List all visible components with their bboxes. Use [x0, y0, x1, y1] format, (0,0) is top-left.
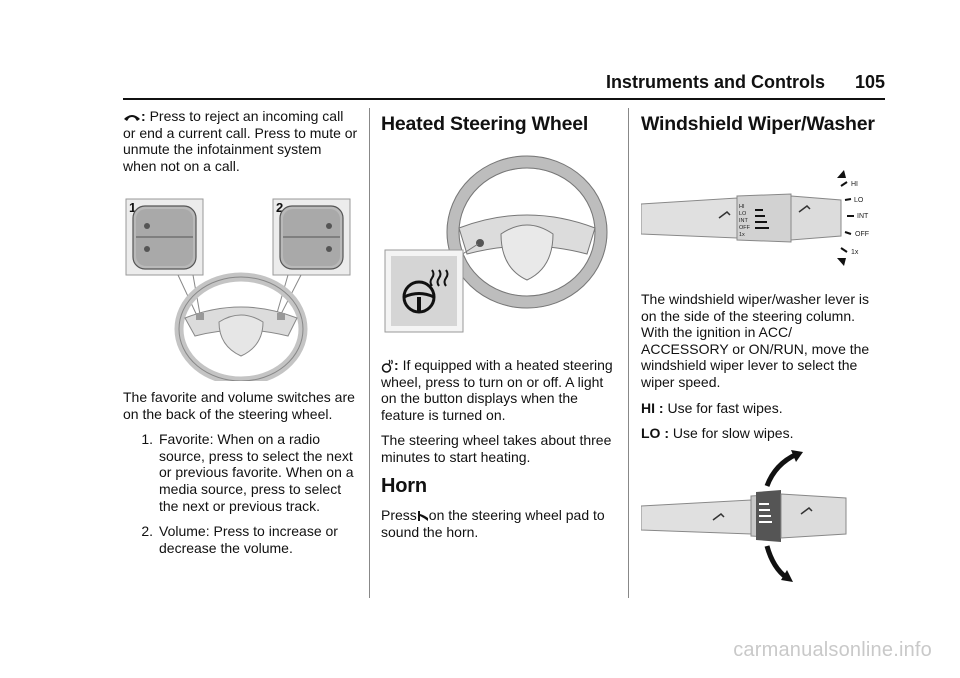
- reject-call-paragraph: : Press to reject an incoming call or en…: [123, 108, 358, 174]
- hi-text: Use for fast wipes.: [667, 399, 783, 416]
- switches-paragraph: The favorite and volume switches are on …: [123, 389, 355, 422]
- heated-wheel-figure: [384, 155, 608, 333]
- horn-icon: [417, 511, 428, 522]
- column-3: Windshield Wiper/Washer: [641, 110, 881, 146]
- hi-paragraph: HI : Use for fast wipes.: [641, 400, 881, 417]
- switch-list: 1. Favorite: When on a radio source, pre…: [123, 431, 358, 556]
- wiper-lever-figure: HI LO INT OFF 1x HI LO INT OFF 1x: [641, 170, 869, 266]
- heated-wheel-icon: [402, 269, 449, 314]
- horn-paragraph: Press on the steering wheel pad to sound…: [381, 507, 619, 540]
- heated-wheel-heading: Heated Steering Wheel: [381, 113, 589, 135]
- lo-text: Use for slow wipes.: [672, 425, 794, 442]
- lo-paragraph: LO : Use for slow wipes.: [641, 425, 881, 442]
- heated-text: If equipped with a heated steering wheel…: [381, 357, 613, 423]
- watermark: carmanualsonline.info: [733, 639, 932, 661]
- horn-text-post: on the steering wheel pad to sound the h…: [381, 507, 605, 540]
- list-item-number: 2.: [141, 523, 153, 540]
- list-item-text: Volume: Press to increase or decrease th…: [159, 523, 338, 556]
- lever-label-int: INT: [857, 213, 869, 220]
- heated-paragraph: : If equipped with a heated steering whe…: [381, 357, 619, 423]
- lo-label: LO :: [641, 425, 669, 442]
- callout-2: 2: [276, 200, 283, 215]
- column-2: Heated Steering Wheel: [381, 110, 619, 146]
- wiper-lever-icon: [718, 205, 811, 219]
- lever-label-1x: 1x: [851, 249, 859, 256]
- column-1-lower: The favorite and volume switches are on …: [123, 389, 358, 565]
- heating-time-paragraph: The steering wheel takes about three min…: [381, 432, 612, 465]
- list-item-text: Favorite: When on a radio source, press …: [159, 431, 354, 514]
- column-2-lower: : If equipped with a heated steering whe…: [381, 357, 619, 549]
- column-3-lower: The windshield wiper/washer lever is on …: [641, 291, 881, 451]
- wiper-paragraph: The windshield wiper/washer lever is on …: [641, 291, 870, 390]
- column-1: : Press to reject an incoming call or en…: [123, 108, 358, 183]
- end-call-icon: [124, 115, 140, 121]
- list-item: 1. Favorite: When on a radio source, pre…: [123, 431, 358, 514]
- heated-wheel-small-icon: [381, 359, 393, 373]
- stalk-label-hi: HI: [739, 204, 745, 210]
- stalk-label-off: OFF: [739, 225, 751, 231]
- stalk-label-int: INT: [739, 218, 749, 224]
- end-call-label: :: [141, 108, 146, 124]
- wiper-band-icon: [712, 507, 813, 521]
- header-rule: [123, 98, 885, 100]
- horn-text-pre: Press: [381, 507, 417, 524]
- steering-switch-figure: 1 2: [125, 198, 351, 381]
- lever-label-hi: HI: [851, 181, 858, 188]
- wiper-band-figure: [641, 450, 847, 582]
- wiper-heading: Windshield Wiper/Washer: [641, 113, 875, 135]
- list-item-number: 1.: [141, 431, 153, 448]
- hi-label: HI :: [641, 399, 664, 416]
- lever-label-lo: LO: [854, 197, 864, 204]
- column-divider-1: [369, 108, 370, 598]
- list-item: 2. Volume: Press to increase or decrease…: [123, 523, 358, 556]
- callout-1: 1: [129, 200, 136, 215]
- stalk-label-lo: LO: [739, 211, 747, 217]
- end-call-text: Press to reject an incoming call or end …: [123, 108, 358, 174]
- page-number: 105: [854, 72, 885, 92]
- section-title: Instruments and Controls: [605, 72, 825, 92]
- lever-label-off: OFF: [855, 231, 869, 238]
- page-header: Instruments and Controls 105: [540, 72, 885, 96]
- stalk-label-1x: 1x: [739, 232, 745, 238]
- column-divider-2: [628, 108, 629, 598]
- horn-heading: Horn: [381, 474, 427, 497]
- heated-label: :: [394, 357, 399, 373]
